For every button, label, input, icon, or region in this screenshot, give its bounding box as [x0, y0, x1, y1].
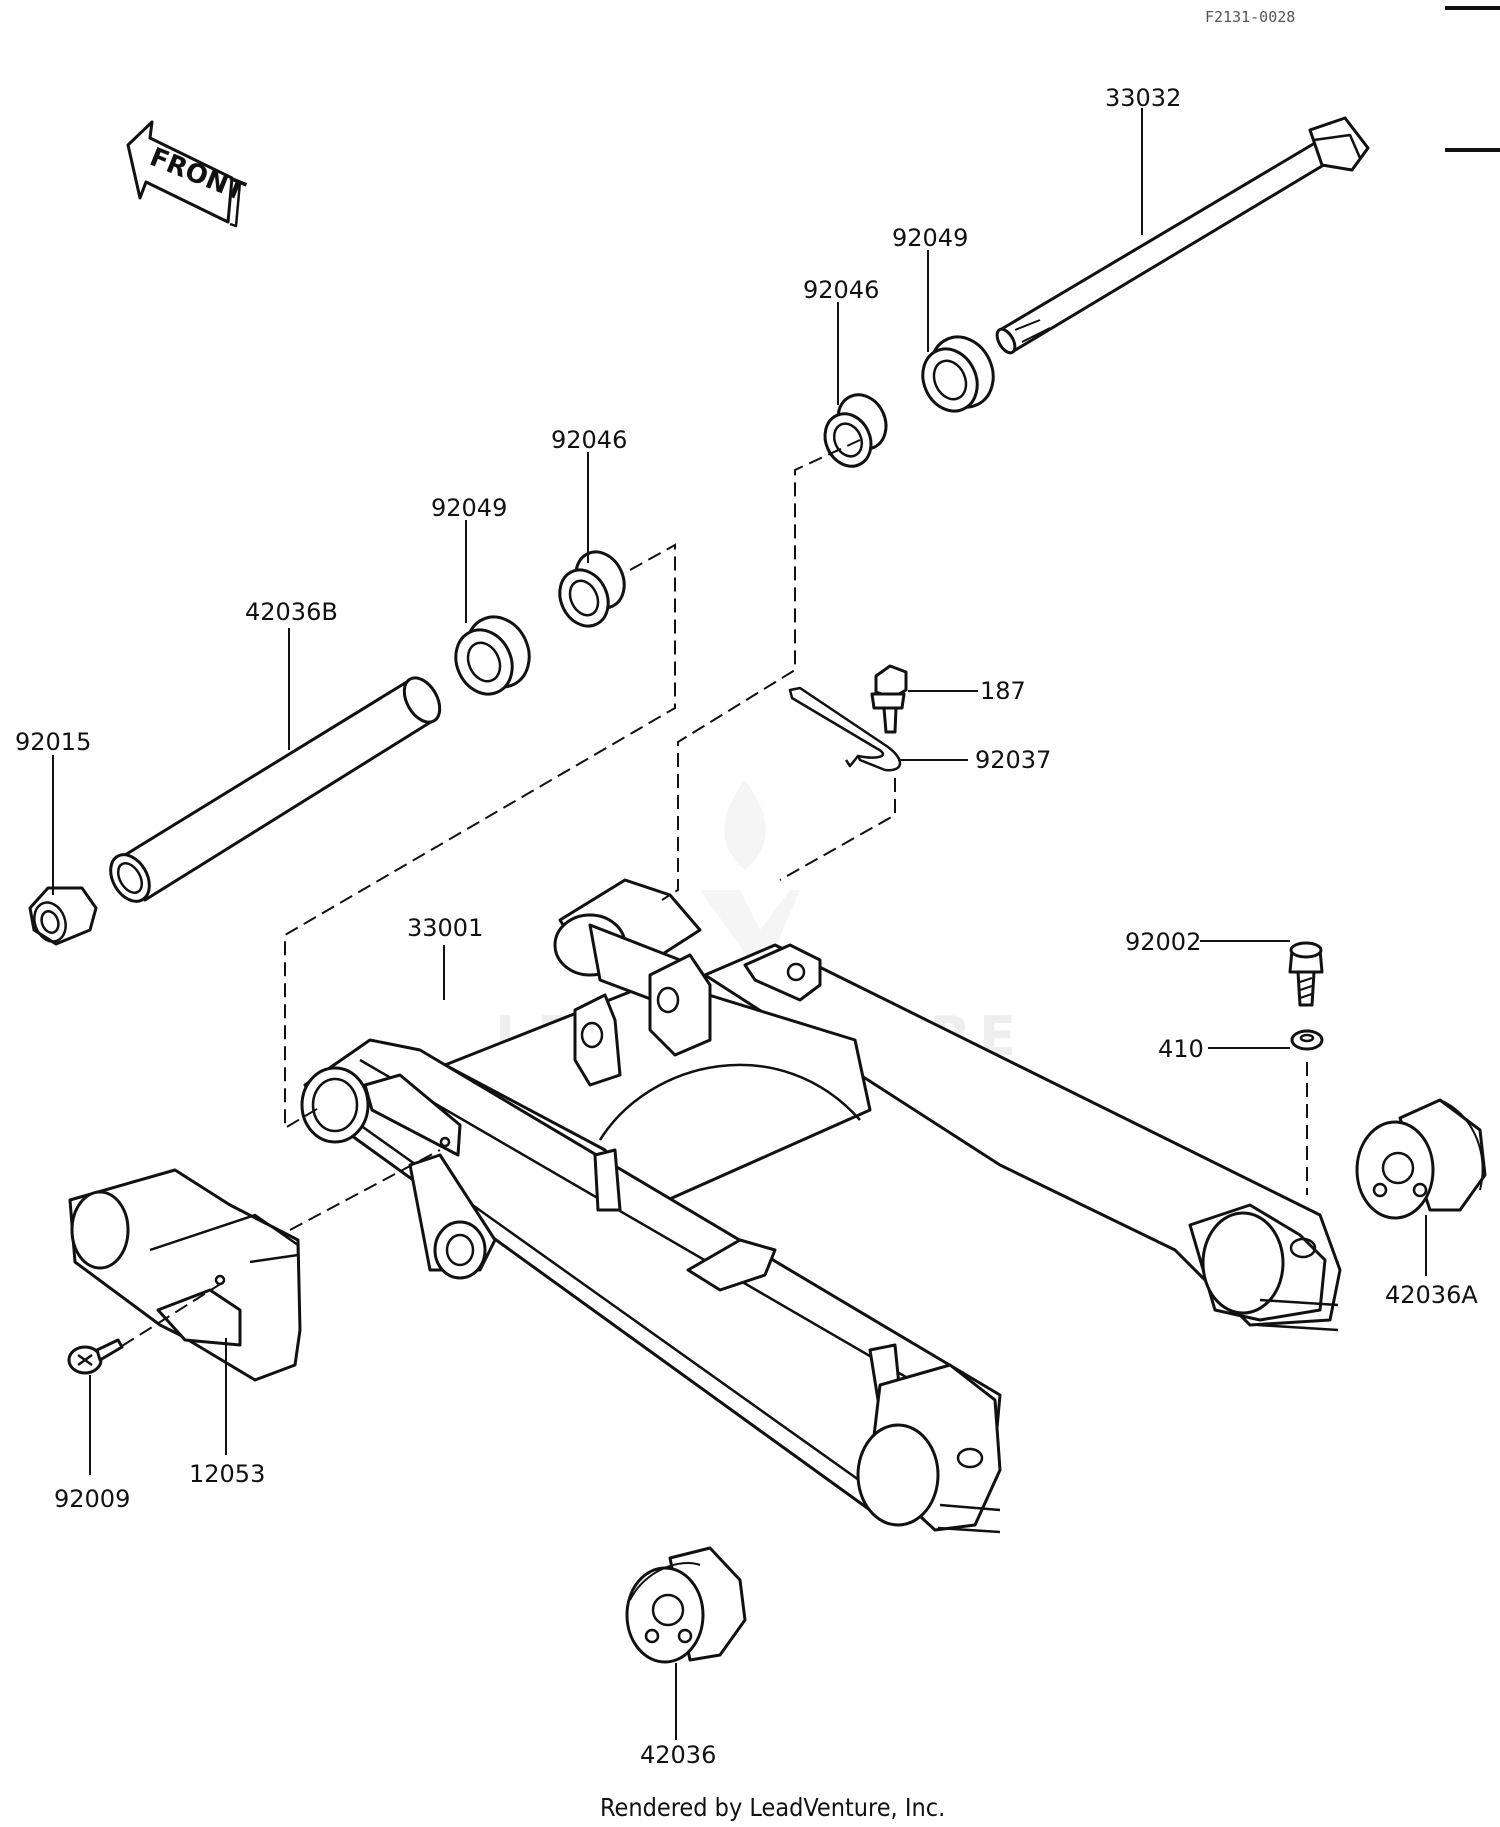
label-92049-right: 92049 [892, 224, 968, 252]
washer-410 [1290, 1029, 1324, 1051]
bolt-187 [870, 664, 908, 734]
label-92037: 92037 [975, 746, 1051, 774]
label-92002: 92002 [1125, 928, 1201, 956]
clamp-92037 [788, 686, 902, 772]
screw-92009 [67, 1338, 124, 1375]
label-42036B: 42036B [245, 598, 338, 626]
needle-bearing-92046-left [558, 550, 626, 628]
label-92009: 92009 [54, 1485, 130, 1513]
label-92049-left: 92049 [431, 494, 507, 522]
label-92046-right: 92046 [803, 276, 879, 304]
label-33032: 33032 [1105, 84, 1181, 112]
oil-seal-92049-right [921, 335, 995, 413]
chain-guide-12053 [68, 1168, 302, 1382]
pivot-shaft-33032 [995, 116, 1370, 355]
drawing-code: F2131-0028 [1205, 8, 1295, 26]
label-410: 410 [1158, 1035, 1204, 1063]
footer-credit: Rendered by LeadVenture, Inc. [600, 1793, 945, 1822]
collar-42036A [1355, 1098, 1487, 1220]
collar-42036 [625, 1546, 747, 1664]
leader-lines [52, 108, 1427, 1740]
front-arrow-icon: FRONT [126, 120, 249, 228]
assembly-lines [121, 439, 1308, 1347]
needle-bearing-92046-right [823, 393, 888, 468]
bolt-92002 [1288, 941, 1324, 1007]
label-12053: 12053 [189, 1460, 265, 1488]
label-92015: 92015 [15, 728, 91, 756]
label-92046-left: 92046 [551, 426, 627, 454]
sleeve-42036B [109, 676, 442, 903]
label-187: 187 [980, 677, 1026, 705]
nut-92015 [28, 886, 98, 946]
swingarm-33001 [300, 878, 1342, 1534]
label-33001: 33001 [407, 914, 483, 942]
watermark-logo [700, 780, 800, 960]
oil-seal-92049-left [454, 615, 531, 696]
label-42036A: 42036A [1385, 1281, 1478, 1309]
label-42036: 42036 [640, 1741, 716, 1769]
